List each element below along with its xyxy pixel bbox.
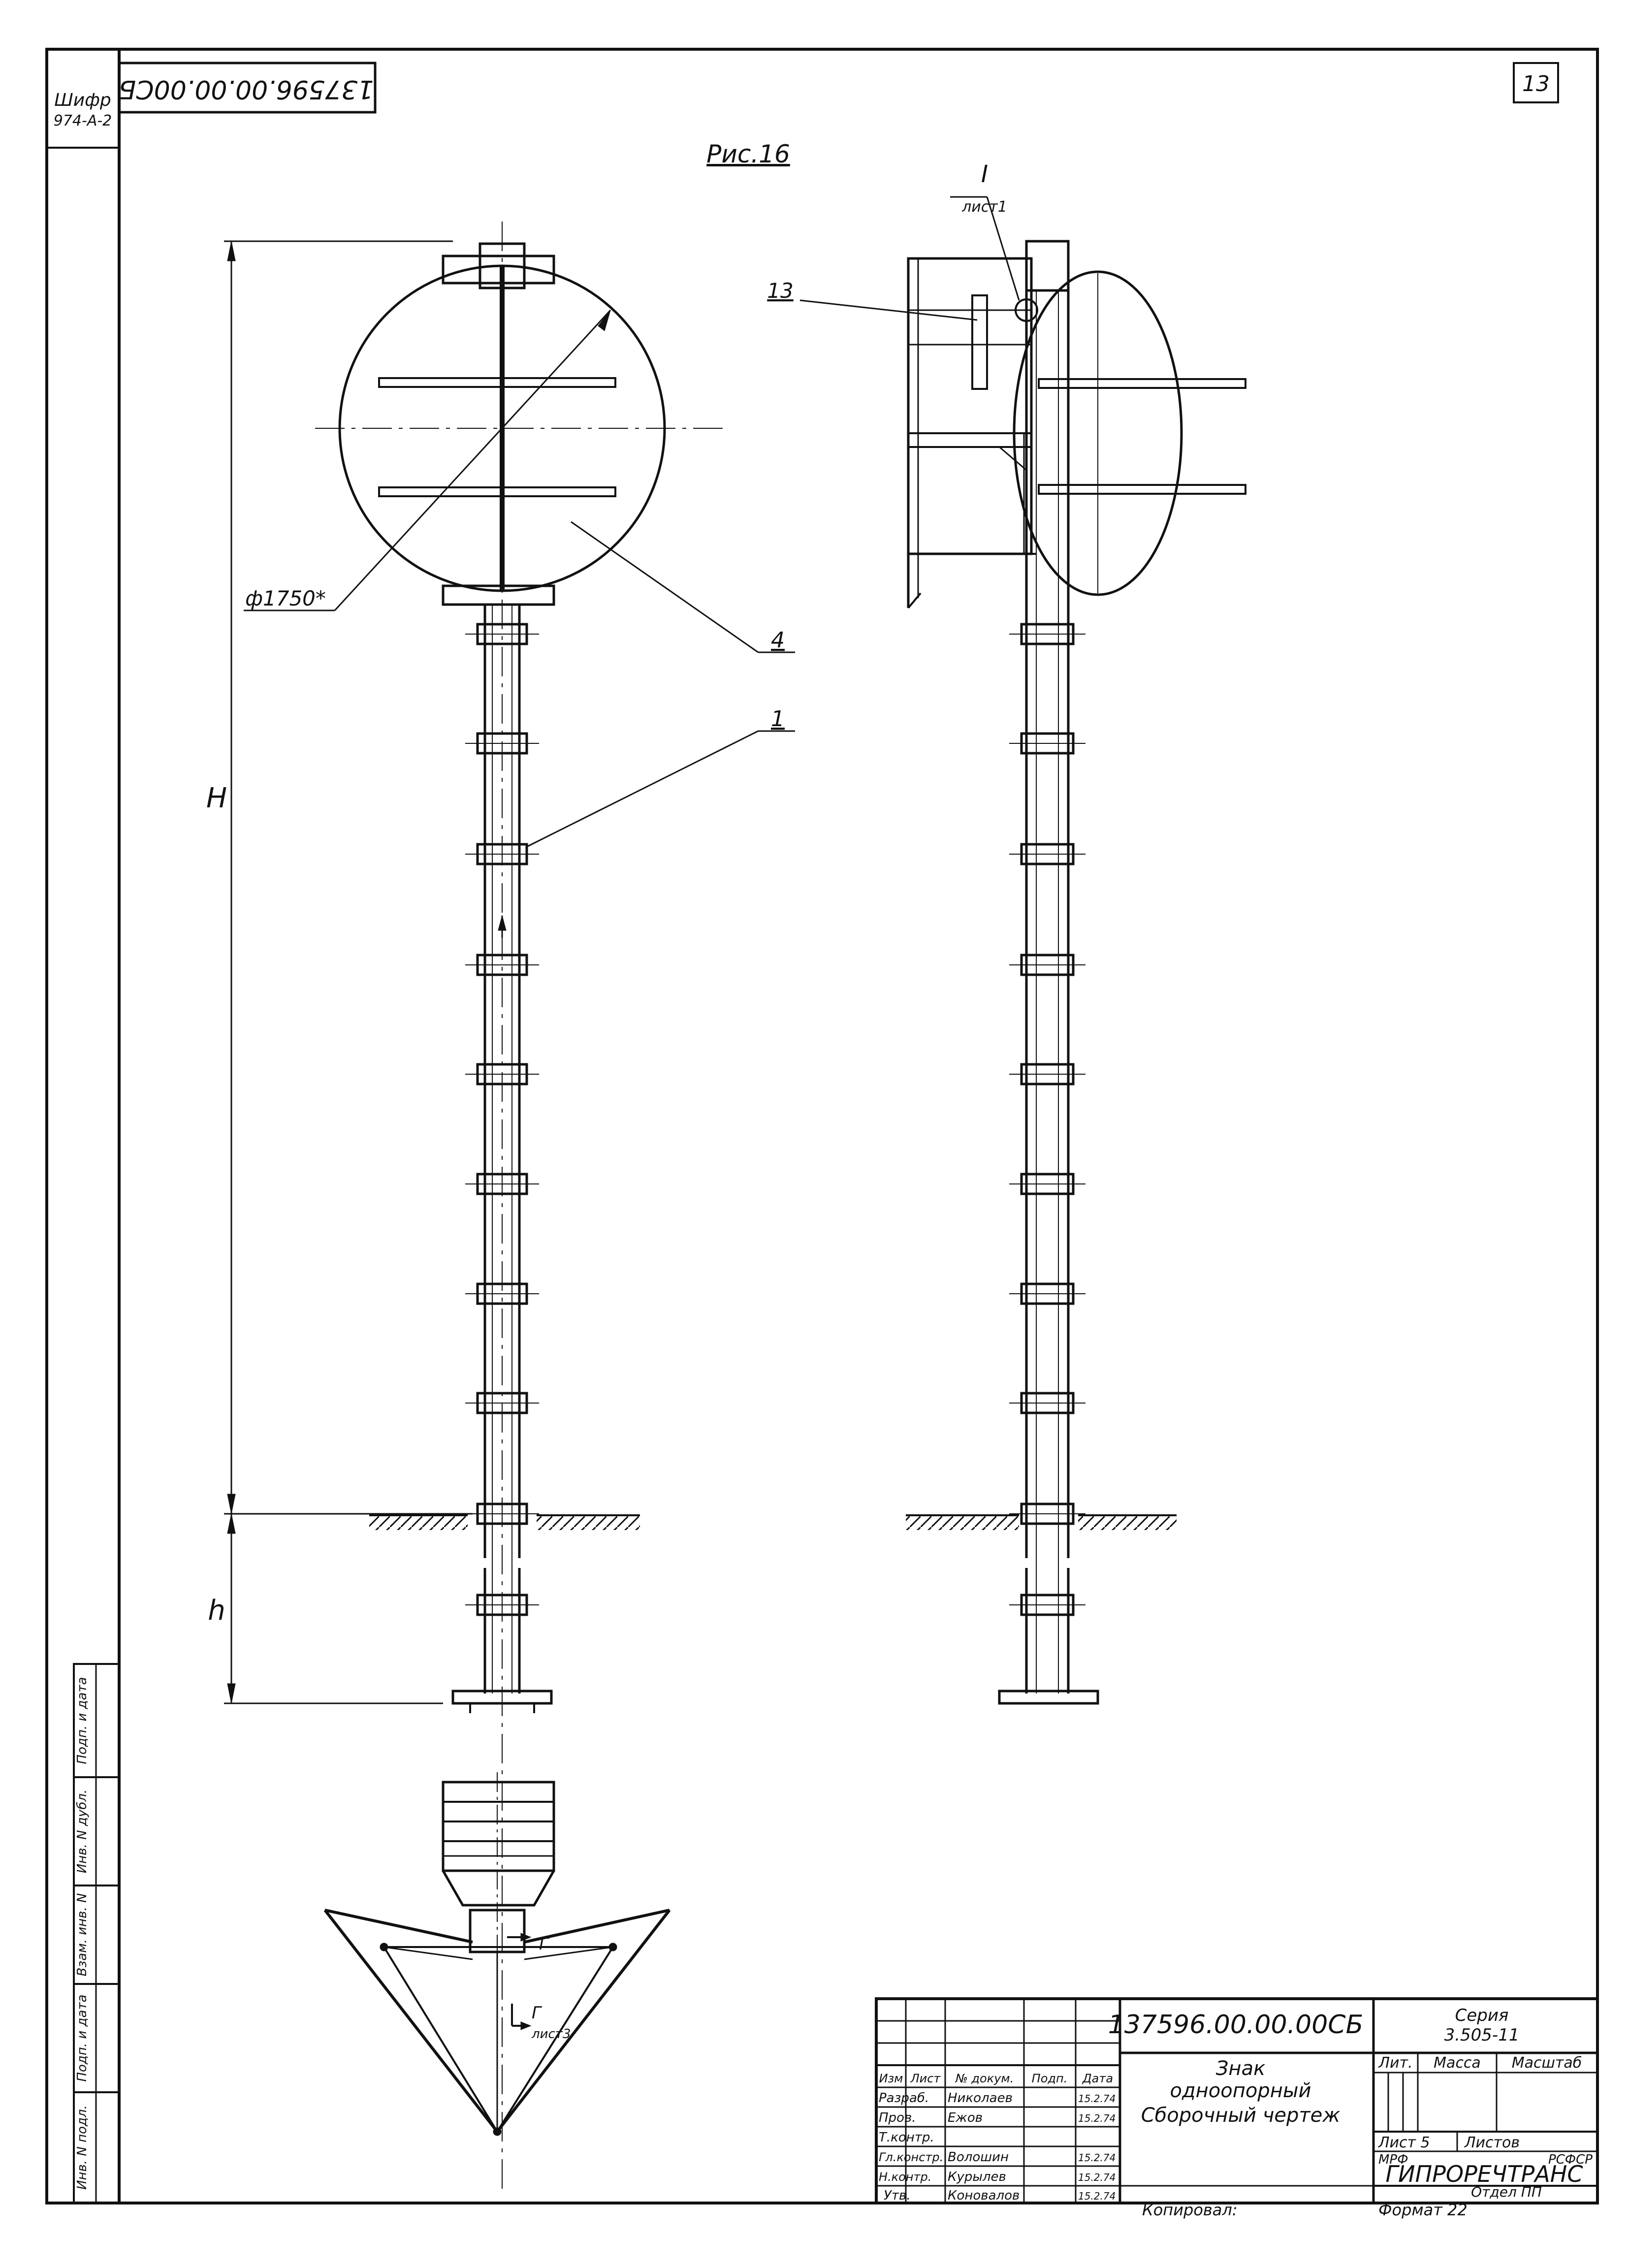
side-stamp-label: Подп. и дата <box>75 1677 90 1764</box>
person-role: Пров. <box>879 2110 916 2125</box>
side-stamp-label: Подп. и дата <box>75 1994 90 2081</box>
org-dept: Отдел ПП <box>1471 2184 1542 2200</box>
title-line-3: Сборочный чертеж <box>1141 2104 1341 2127</box>
person-date: 15.2.74 <box>1078 2172 1116 2183</box>
cipher-label: Шифр <box>54 90 111 110</box>
person-name: Николаев <box>948 2091 1013 2106</box>
person-role: Т.контр. <box>879 2130 934 2145</box>
person-role: Разраб. <box>879 2091 929 2106</box>
page-number: 13 <box>1522 71 1550 96</box>
depth-label: h <box>208 1595 225 1627</box>
sheet-label: Лист 5 <box>1378 2134 1430 2151</box>
mass-label: Масса <box>1434 2054 1481 2072</box>
mirrored-code-box: 137596.00.00.00СБ <box>118 62 377 114</box>
series-value: 3.505-11 <box>1444 2025 1520 2045</box>
clamp-group <box>465 623 539 1616</box>
view-marker: Г <box>539 1934 550 1954</box>
sheets-label: Листов <box>1464 2134 1520 2151</box>
title-block <box>875 1997 1599 2204</box>
diameter-label: ф1750* <box>245 586 326 610</box>
person-name: Курылев <box>948 2170 1006 2184</box>
view-sheet: лист3 <box>531 2027 571 2042</box>
plan-view <box>323 1772 671 2136</box>
person-date: 15.2.74 <box>1078 2093 1116 2105</box>
front-view <box>224 222 795 2196</box>
view-marker: Г <box>532 2003 543 2023</box>
callout-13: 13 <box>767 279 793 303</box>
detail-ref: I <box>981 160 988 188</box>
title-line-2: одноопорный <box>1170 2079 1311 2102</box>
lit-label: Лит. <box>1378 2054 1412 2072</box>
scale-label: Масштаб <box>1512 2054 1582 2072</box>
person-name: Волошин <box>948 2150 1009 2165</box>
series-label: Серия <box>1455 2006 1509 2025</box>
person-date: 15.2.74 <box>1078 2152 1116 2164</box>
signature-rows: Разраб. Николаев 15.2.74 Пров. Ежов 15.2… <box>879 2091 1116 2203</box>
height-label: H <box>206 782 227 814</box>
clamp-group <box>1009 623 1085 1616</box>
col-header: Дата <box>1082 2072 1113 2085</box>
side-view <box>799 196 1246 1705</box>
person-role: Гл.констр. <box>879 2150 943 2164</box>
side-stamp-label: Взам. инв. N <box>75 1893 90 1977</box>
person-name: Коновалов <box>948 2188 1020 2203</box>
col-header: Изм <box>879 2072 903 2085</box>
col-header: Подп. <box>1032 2072 1068 2085</box>
person-name: Ежов <box>948 2110 983 2125</box>
figure-title: Рис.16 <box>706 140 790 168</box>
col-header: № докум. <box>955 2072 1014 2085</box>
person-date: 15.2.74 <box>1078 2190 1116 2202</box>
org-ministry: МРФ <box>1378 2152 1408 2167</box>
callout-4: 4 <box>771 628 785 653</box>
person-role: Утв. <box>884 2188 911 2203</box>
org-name: ГИПРОРЕЧТРАНС <box>1386 2161 1583 2187</box>
callout-1: 1 <box>771 706 785 732</box>
side-stamp-label: Инв. N подл. <box>75 2105 90 2190</box>
copied-label: Копировал: <box>1142 2201 1238 2219</box>
side-stamp-label: Инв. N дубл. <box>75 1789 90 1873</box>
page-number-box: 13 <box>1513 62 1559 103</box>
outer-frame <box>45 48 1599 2204</box>
cipher-value: 974-А-2 <box>54 112 112 129</box>
doc-code: 137596.00.00.00СБ <box>1108 2010 1364 2040</box>
person-role: Н.контр. <box>879 2170 931 2184</box>
col-header: Лист <box>910 2072 941 2085</box>
org-region: РСФСР <box>1548 2152 1593 2167</box>
side-stamp: Инв. N подл. Подп. и дата Взам. инв. N И… <box>73 1663 120 2204</box>
detail-sheet: лист1 <box>961 198 1007 216</box>
title-line-1: Знак <box>1216 2057 1265 2080</box>
person-date: 15.2.74 <box>1078 2112 1116 2124</box>
mirrored-code: 137596.00.00.00СБ <box>119 74 374 104</box>
format-label: Формат 22 <box>1378 2201 1468 2219</box>
